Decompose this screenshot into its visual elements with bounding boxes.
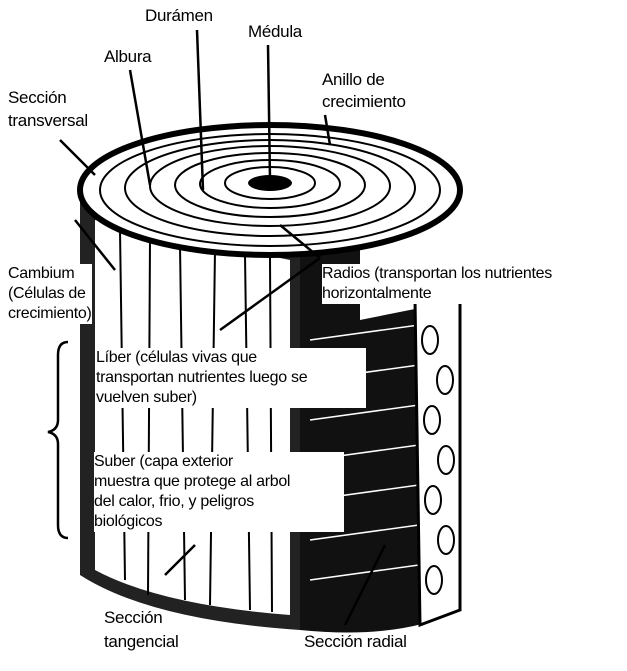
label-line: crecimiento) — [8, 305, 92, 322]
label-seccion-radial: Sección radial — [304, 632, 407, 651]
label-line: tangencial — [104, 632, 179, 651]
label-line: Radios (transportan los nutrientes — [322, 265, 552, 282]
label-suber: Suber (capa exterior muestra que protege… — [94, 452, 344, 532]
label-line: crecimiento — [322, 92, 406, 111]
label-line: transversal — [8, 111, 88, 130]
label-duramen: Durámen — [145, 6, 213, 25]
label-line: muestra que protege al arbol — [94, 473, 291, 490]
label-seccion-transversal: Sección transversal — [8, 88, 88, 131]
label-line: transportan nutrientes luego se — [96, 369, 308, 386]
label-line: vuelven suber) — [96, 389, 197, 406]
label-line: (Células de — [8, 285, 86, 302]
label-line: Sección — [104, 608, 163, 627]
label-line: biológicos — [94, 513, 163, 530]
label-medula: Médula — [248, 22, 302, 41]
label-line: Líber (células vivas que — [96, 349, 257, 366]
label-line: Cambium — [8, 265, 75, 282]
label-line: Sección — [8, 88, 67, 107]
label-anillo-crecimiento: Anillo de crecimiento — [322, 70, 406, 112]
label-line: del calor, frio, y peligros — [94, 493, 254, 510]
label-cambium: Cambium (Células de crecimiento) — [8, 264, 92, 324]
label-radios: Radios (transportan los nutrientes horiz… — [322, 264, 556, 304]
label-line: Anillo de — [322, 70, 385, 89]
label-liber: Líber (células vivas que transportan nut… — [96, 348, 366, 408]
label-albura: Albura — [104, 47, 152, 66]
label-seccion-tangencial: Sección tangencial — [104, 608, 179, 652]
label-line: Suber (capa exterior — [94, 453, 233, 470]
label-line: horizontalmente — [322, 285, 432, 302]
bracket — [47, 340, 69, 540]
